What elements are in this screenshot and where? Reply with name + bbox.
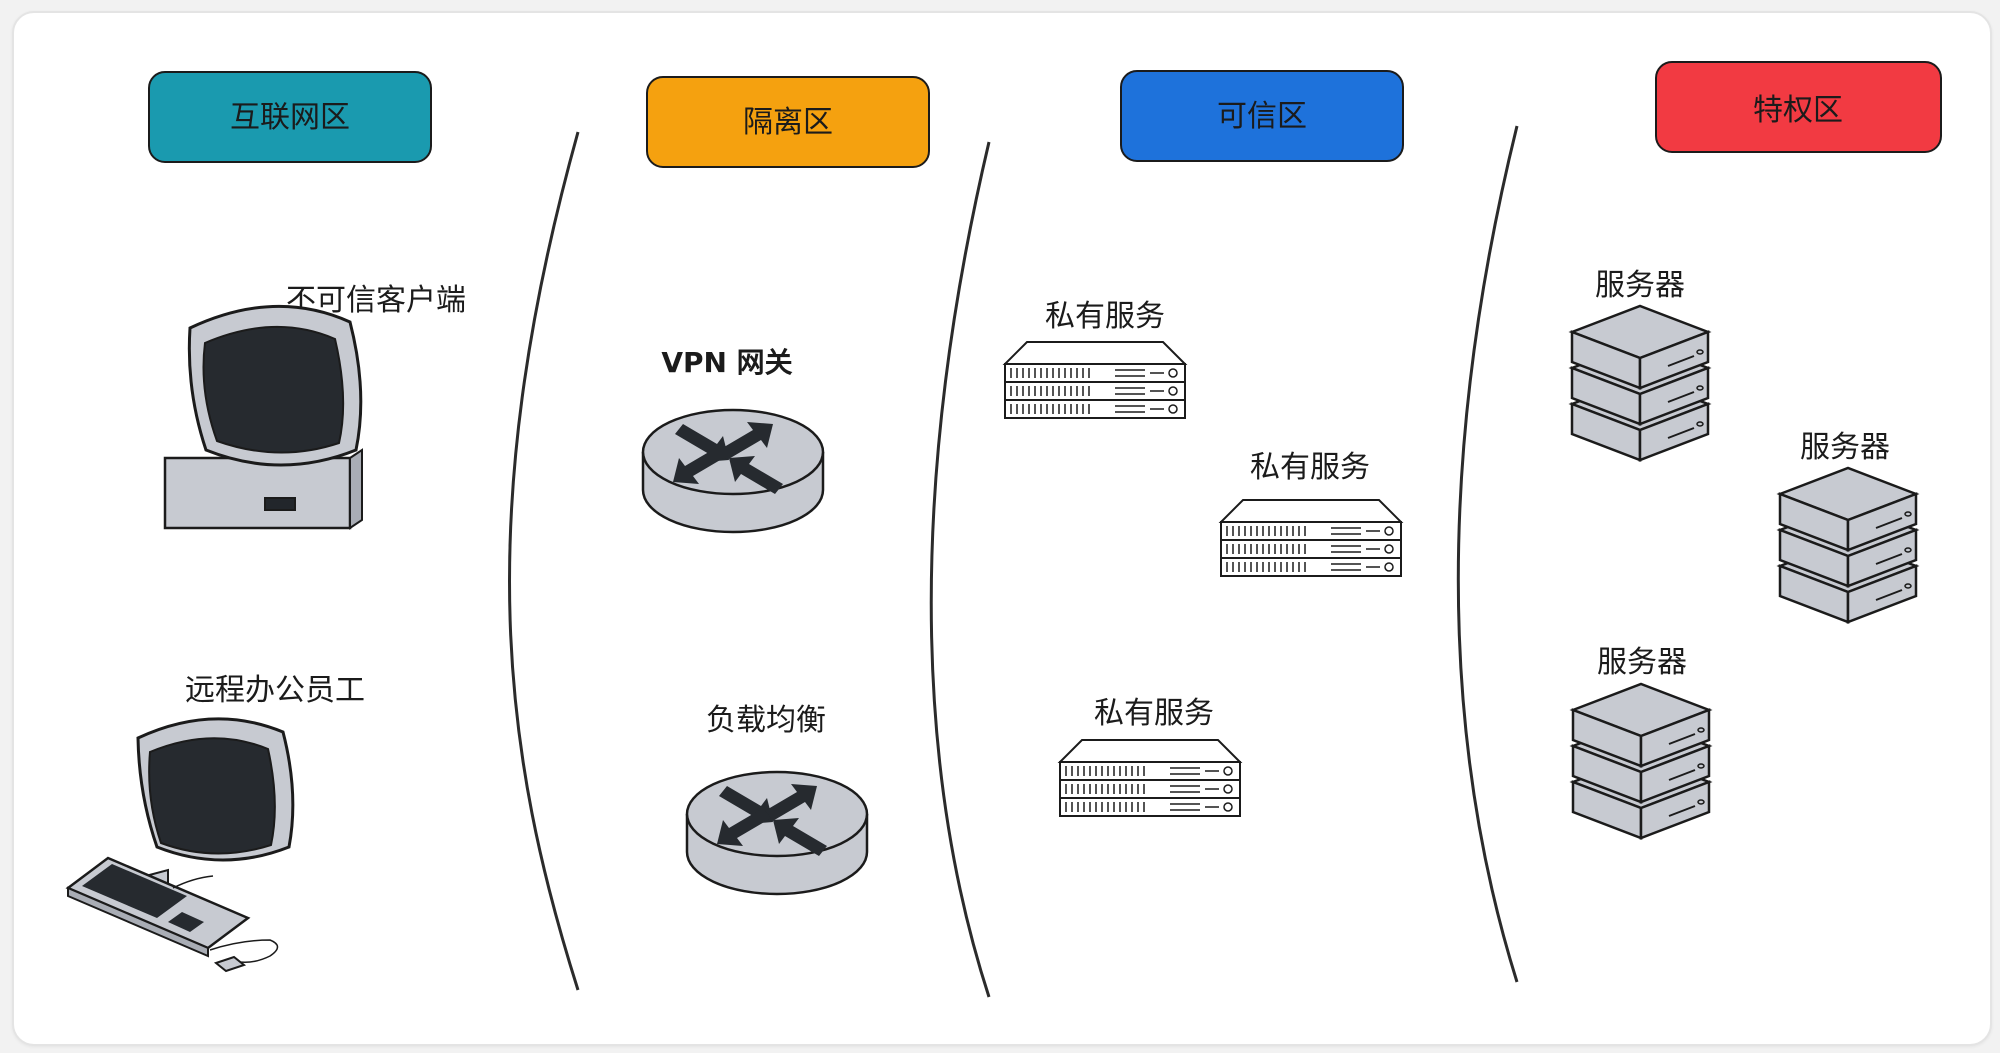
server-label: 服务器 <box>1800 430 1890 465</box>
server-node-2: 服务器 <box>1780 430 1916 622</box>
rack-server-icon <box>1221 500 1401 576</box>
rack-server-icon <box>1060 740 1240 816</box>
server-label: 服务器 <box>1595 268 1685 303</box>
zone-privileged-badge <box>1655 61 1942 153</box>
server-stack-icon <box>1780 468 1916 622</box>
zone-privileged-label: 特权区 <box>1753 93 1843 128</box>
load-balancer-node: 负载均衡 <box>685 703 869 896</box>
server-node-3: 服务器 <box>1573 645 1709 838</box>
monitor-icon <box>163 304 364 530</box>
router-icon <box>685 770 869 896</box>
private-service-label: 私有服务 <box>1045 299 1165 334</box>
load-balancer-label: 负载均衡 <box>706 703 826 738</box>
zone-internet-label: 互联网区 <box>230 100 350 135</box>
zone-dmz-label: 隔离区 <box>743 105 833 140</box>
private-service-node-1: 私有服务 <box>1005 299 1185 418</box>
vpn-gateway-label: VPN 网关 <box>661 346 792 379</box>
server-stack-icon <box>1572 306 1708 460</box>
divider-line-2 <box>929 141 991 998</box>
zone-internet-badge <box>148 71 432 163</box>
zone-privileged: 特权区 <box>1655 61 1942 153</box>
server-label: 服务器 <box>1597 645 1687 680</box>
divider-line-3 <box>1456 125 1519 983</box>
divider-line-1 <box>508 131 580 991</box>
server-node-1: 服务器 <box>1572 268 1708 460</box>
zone-trusted-badge <box>1120 70 1404 162</box>
zone-internet: 互联网区 <box>148 71 432 163</box>
workstation-icon <box>66 717 295 973</box>
zone-dmz: 隔离区 <box>646 76 930 168</box>
zone-dmz-badge <box>646 76 930 168</box>
private-service-label: 私有服务 <box>1250 450 1370 485</box>
rack-server-icon <box>1005 342 1185 418</box>
private-service-node-2: 私有服务 <box>1221 450 1401 576</box>
zone-trusted-label: 可信区 <box>1217 99 1307 134</box>
server-stack-icon <box>1573 684 1709 838</box>
private-service-label: 私有服务 <box>1094 696 1214 731</box>
private-service-node-3: 私有服务 <box>1060 696 1240 816</box>
untrusted-client-node: 不可信客户端 <box>163 283 466 530</box>
remote-worker-label: 远程办公员工 <box>185 673 365 708</box>
router-icon <box>641 408 825 534</box>
remote-worker-node: 远程办公员工 <box>66 673 365 973</box>
vpn-gateway-node: VPN 网关 <box>641 346 825 534</box>
zone-trusted: 可信区 <box>1120 70 1404 162</box>
